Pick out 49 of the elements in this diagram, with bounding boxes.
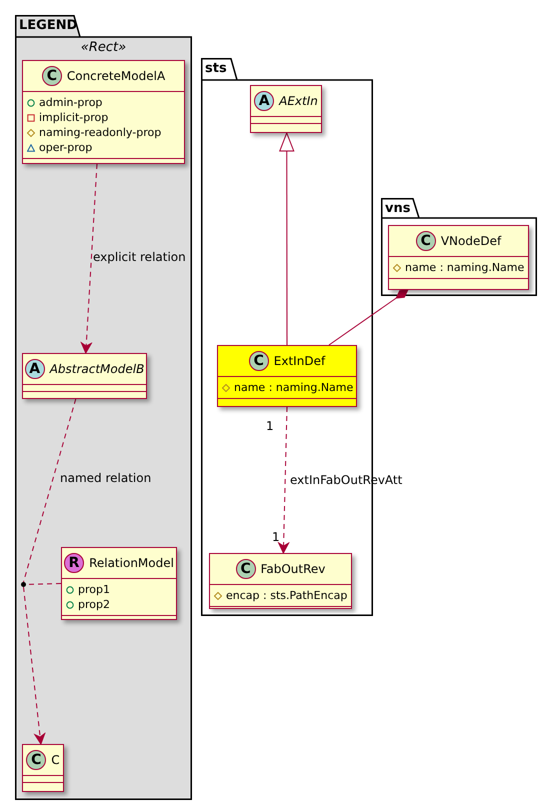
- arrow: [279, 132, 294, 346]
- class-box: [22, 744, 64, 792]
- class-name: AExtIn: [279, 94, 318, 108]
- class-box: [22, 353, 147, 399]
- class-name: ConcreteModelA: [66, 69, 166, 83]
- class-name: VNodeDef: [440, 234, 502, 248]
- class-type-circle: A: [254, 91, 274, 111]
- package-title: sts: [205, 61, 227, 76]
- edge-label: explicit relation: [93, 250, 186, 264]
- attribute-text: prop2: [78, 598, 110, 611]
- class-box: [388, 225, 529, 290]
- attribute-text: name : naming.Name: [234, 381, 354, 394]
- package-title: LEGEND: [19, 18, 78, 33]
- package: [381, 198, 537, 296]
- attribute-text: naming-readonly-prop: [39, 126, 162, 139]
- arrow: [80, 164, 98, 354]
- attribute-text: prop1: [78, 583, 110, 596]
- class-box: [250, 85, 322, 133]
- package: [15, 15, 192, 800]
- class-type-circle: C: [416, 231, 436, 251]
- multiplicity-label: 1: [272, 530, 280, 544]
- connector-line: [23, 398, 76, 582]
- package-title: vns: [385, 201, 410, 216]
- class-type-circle: C: [236, 559, 256, 579]
- attribute-text: oper-prop: [39, 141, 92, 154]
- class-box: [209, 553, 352, 609]
- class-type-circle: C: [42, 66, 62, 86]
- stereotype-label: «Rect»: [80, 40, 128, 55]
- arrow: [23, 586, 46, 744]
- arrow: [278, 406, 290, 554]
- class-box: [217, 345, 357, 407]
- class-type-circle: C: [26, 750, 46, 770]
- class-name: RelationModel: [89, 556, 174, 570]
- class-box: [22, 60, 185, 164]
- attribute-text: encap : sts.PathEncap: [226, 589, 348, 602]
- class-name: FabOutRev: [260, 562, 326, 576]
- attribute-text: implicit-prop: [39, 111, 108, 124]
- class-name: ExtInDef: [274, 354, 326, 368]
- edge-label: named relation: [60, 471, 152, 485]
- class-box: [61, 547, 177, 620]
- class-name: C: [51, 753, 60, 767]
- multiplicity-label: 1: [266, 419, 274, 433]
- attribute-text: name : naming.Name: [405, 261, 524, 274]
- class-type-circle: A: [24, 359, 45, 379]
- junction-dot: [21, 582, 26, 587]
- attribute-text: admin-prop: [39, 96, 102, 109]
- class-type-circle: C: [248, 351, 269, 371]
- class-type-circle: R: [64, 553, 84, 573]
- class-name: AbstractModelB: [50, 362, 144, 376]
